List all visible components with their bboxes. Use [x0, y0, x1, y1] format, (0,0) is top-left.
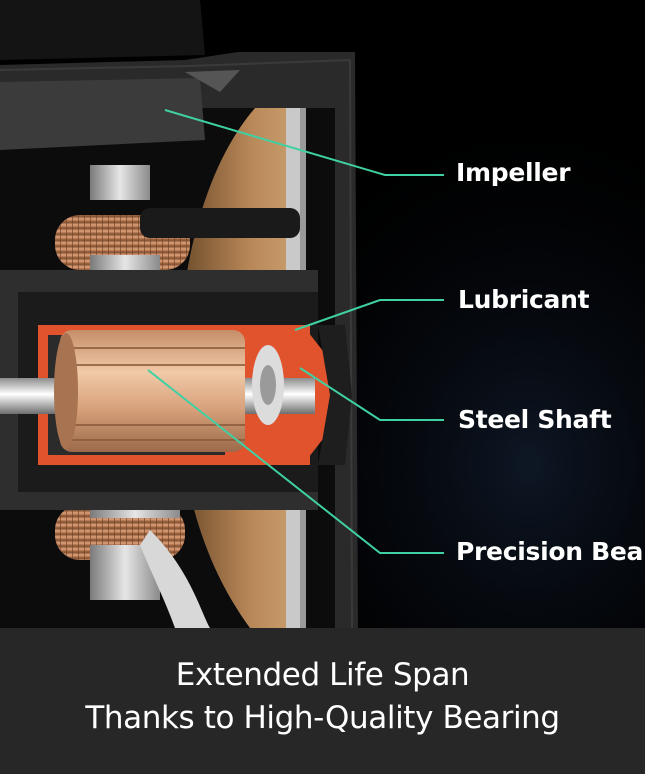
callout-label-precision-bearing: Precision Bear — [456, 537, 645, 566]
callout-label-steel-shaft: Steel Shaft — [458, 405, 612, 434]
caption-line-1: Extended Life Span — [175, 657, 470, 693]
caption-line-2: Thanks to High-Quality Bearing — [85, 700, 560, 736]
caption-bar: Extended Life Span Thanks to High-Qualit… — [0, 628, 645, 774]
callout-label-impeller: Impeller — [456, 158, 571, 187]
callout-label-lubricant: Lubricant — [458, 285, 590, 314]
